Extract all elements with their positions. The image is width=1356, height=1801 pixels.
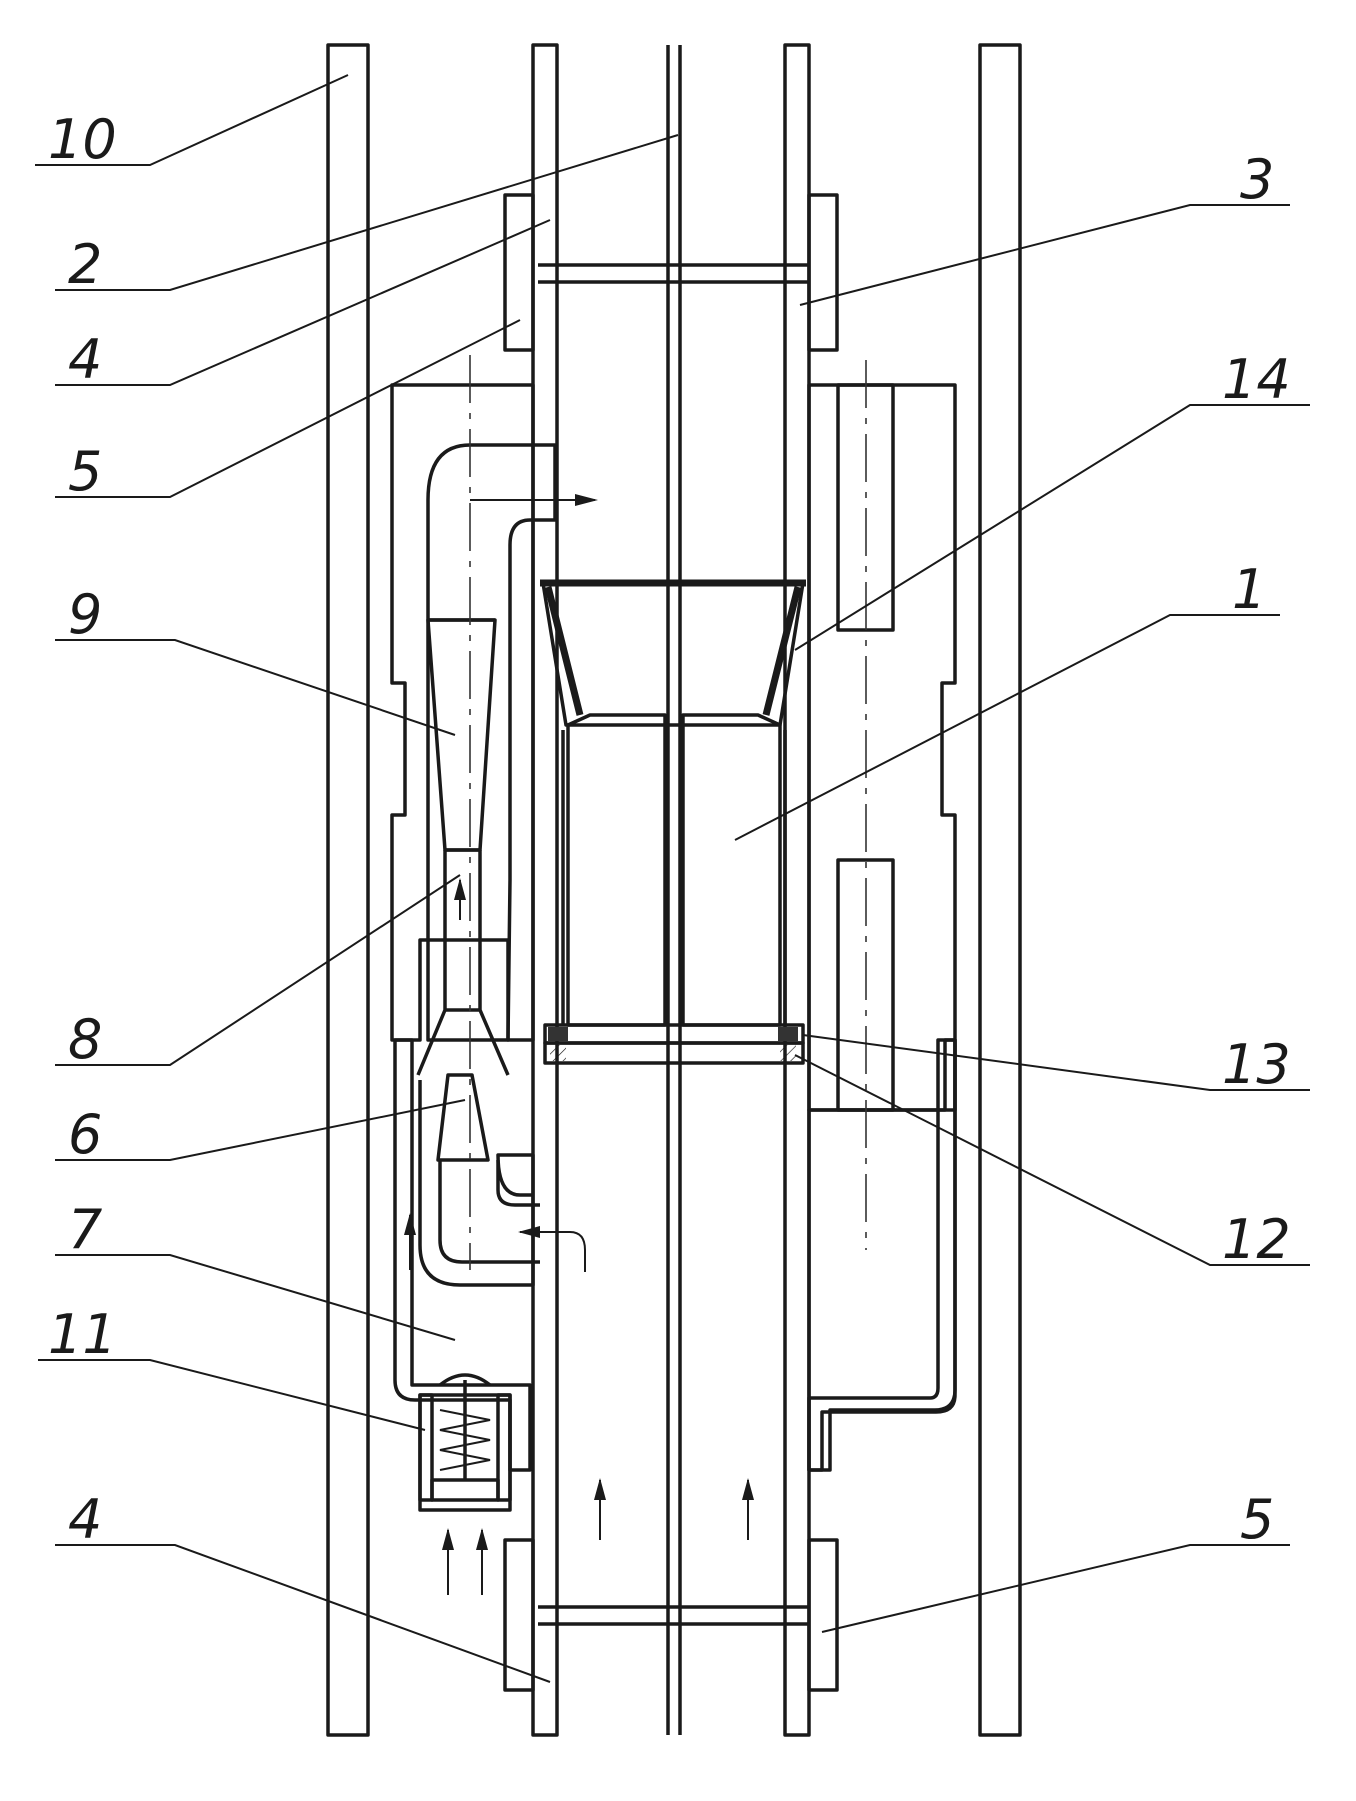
check-valve-11 xyxy=(418,1373,512,1512)
center-lines xyxy=(469,355,867,1270)
top-coupling xyxy=(503,193,839,352)
label-5-bottom: 5 xyxy=(1240,1488,1274,1551)
label-6: 6 xyxy=(68,1103,102,1166)
flow-arrows xyxy=(404,494,754,1595)
label-14: 14 xyxy=(1222,348,1291,411)
label-3: 3 xyxy=(1240,148,1274,211)
label-4-bottom: 4 xyxy=(68,1488,102,1551)
label-12: 12 xyxy=(1222,1208,1291,1271)
tubing-walls xyxy=(531,43,811,1737)
cup-14 xyxy=(540,579,806,727)
seals-12-13 xyxy=(543,1023,805,1065)
label-5-left: 5 xyxy=(68,440,102,503)
leader-lines xyxy=(35,74,1310,1683)
label-4-top: 4 xyxy=(68,328,102,391)
label-13: 13 xyxy=(1222,1033,1291,1096)
label-7: 7 xyxy=(68,1198,102,1261)
label-9: 9 xyxy=(68,583,102,646)
right-housing xyxy=(807,383,957,1472)
shroud-7 xyxy=(393,1038,532,1472)
label-11: 11 xyxy=(48,1303,117,1366)
label-1: 1 xyxy=(1232,558,1266,621)
nozzle-6 xyxy=(418,1073,540,1287)
bottom-coupling xyxy=(503,1538,839,1692)
casing-10 xyxy=(326,43,1022,1737)
label-8: 8 xyxy=(68,1008,102,1071)
left-housing xyxy=(390,383,557,1076)
labels: 10 2 4 5 9 8 6 7 11 4 3 14 1 13 12 5 xyxy=(48,108,1291,1551)
label-10: 10 xyxy=(48,108,117,171)
rod-2 xyxy=(666,45,682,1735)
label-2: 2 xyxy=(68,233,102,296)
insert-1 xyxy=(561,713,787,1027)
